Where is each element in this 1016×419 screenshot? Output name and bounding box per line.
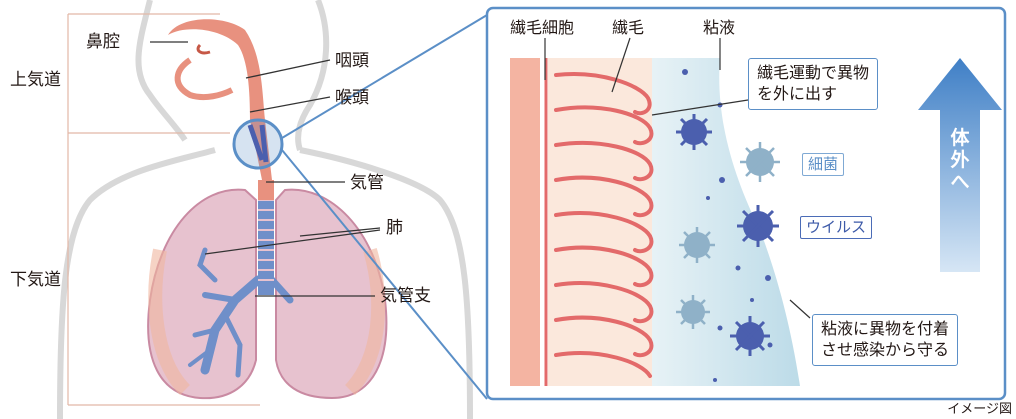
label-upper-airway: 上気道: [10, 72, 61, 89]
callout-cilia-line1: 繊毛運動で異物: [757, 63, 869, 84]
label-larynx: 喉頭: [335, 90, 369, 107]
image-note: イメージ図: [947, 398, 1012, 417]
label-bronchi: 気管支: [380, 288, 431, 305]
label-cilia: 繊毛: [612, 20, 644, 36]
callout-mucus-line2: させ感染から守る: [821, 340, 949, 361]
callout-cilia-movement: 繊毛運動で異物 を外に出す: [748, 58, 878, 110]
callout-cilia-line2: を外に出す: [757, 84, 869, 105]
label-pharynx: 咽頭: [335, 53, 369, 70]
label-ciliated-cell: 繊毛細胞: [510, 20, 574, 36]
label-trachea: 気管: [350, 175, 384, 192]
arrow-label: 体 外 へ: [949, 128, 971, 194]
arrow-label-char2: 外: [949, 150, 971, 172]
callout-mucus-line1: 粘液に異物を付着: [821, 319, 949, 340]
tag-virus: ウイルス: [800, 216, 872, 239]
arrow-label-char3: へ: [949, 172, 971, 194]
label-lungs: 肺: [386, 220, 403, 237]
arrow-label-char1: 体: [949, 128, 971, 150]
callout-mucus-protect: 粘液に異物を付着 させ感染から守る: [812, 314, 958, 366]
label-lower-airway: 下気道: [10, 272, 61, 289]
label-mucus: 粘液: [703, 20, 735, 36]
label-nasal-cavity: 鼻腔: [86, 34, 120, 51]
tag-bacteria: 細菌: [802, 153, 844, 176]
